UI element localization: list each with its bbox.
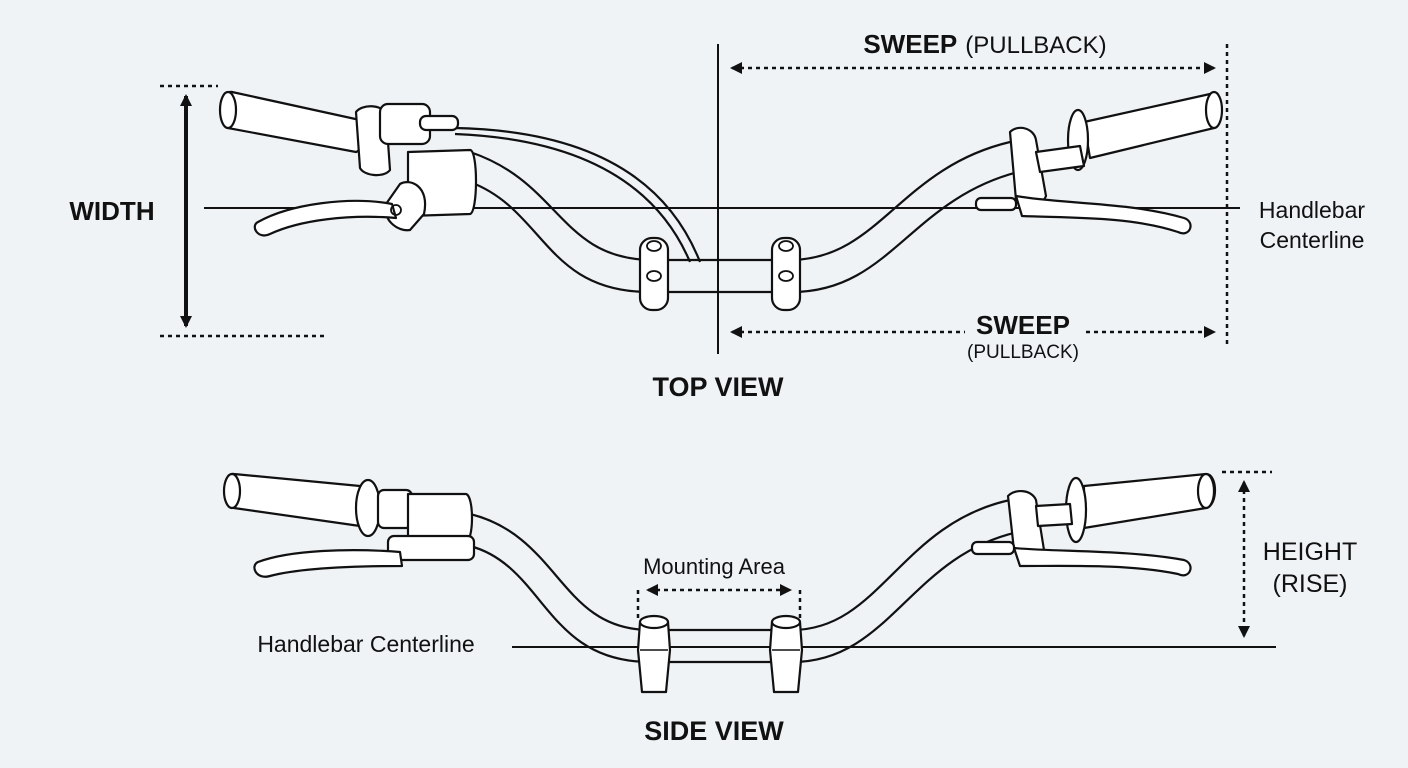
sweep-top-dimension: SWEEP (PULLBACK) (730, 29, 1216, 74)
side-left-grip-assembly (222, 472, 476, 578)
sweep-bottom-dimension: SWEEP (PULLBACK) (730, 310, 1216, 363)
top-right-grip-assembly (974, 90, 1224, 235)
top-centerline-label-2: Centerline (1260, 227, 1365, 253)
side-view: Handlebar Centerline HEIGHT (RISE) Mount… (222, 470, 1357, 746)
top-handlebar-tube (454, 126, 1019, 294)
side-view-title: SIDE VIEW (644, 716, 784, 746)
width-dimension: WIDTH (69, 84, 325, 338)
sweep-top-label-sub: (PULLBACK) (965, 32, 1106, 59)
top-centerline-label-1: Handlebar (1259, 197, 1365, 223)
height-label-2: (RISE) (1273, 570, 1348, 598)
top-right-clamp (770, 236, 802, 312)
side-right-grip-assembly (970, 472, 1217, 577)
mounting-area-label: Mounting Area (643, 554, 786, 579)
height-label-1: HEIGHT (1263, 538, 1357, 566)
width-label: WIDTH (69, 196, 154, 226)
height-dimension: HEIGHT (RISE) (1222, 470, 1357, 638)
sweep-bottom-label-sub: (PULLBACK) (967, 342, 1079, 363)
side-left-clamp (636, 614, 672, 694)
side-handlebar-tube (469, 498, 1019, 664)
top-left-grip-assembly (218, 90, 478, 237)
top-view: WIDTH Handlebar Centerline SWEEP(PULLBAC… (69, 29, 1365, 402)
sweep-top-label-main: SWEEP (863, 29, 957, 59)
sweep-bottom-label-main: SWEEP (976, 310, 1070, 340)
sweep-top-label: SWEEP (PULLBACK) (863, 29, 1106, 59)
top-view-title: TOP VIEW (652, 372, 784, 402)
top-left-clamp (638, 236, 670, 312)
side-centerline-label: Handlebar Centerline (257, 631, 474, 657)
mounting-area-dimension: Mounting Area (636, 554, 802, 618)
side-right-clamp (768, 614, 804, 694)
